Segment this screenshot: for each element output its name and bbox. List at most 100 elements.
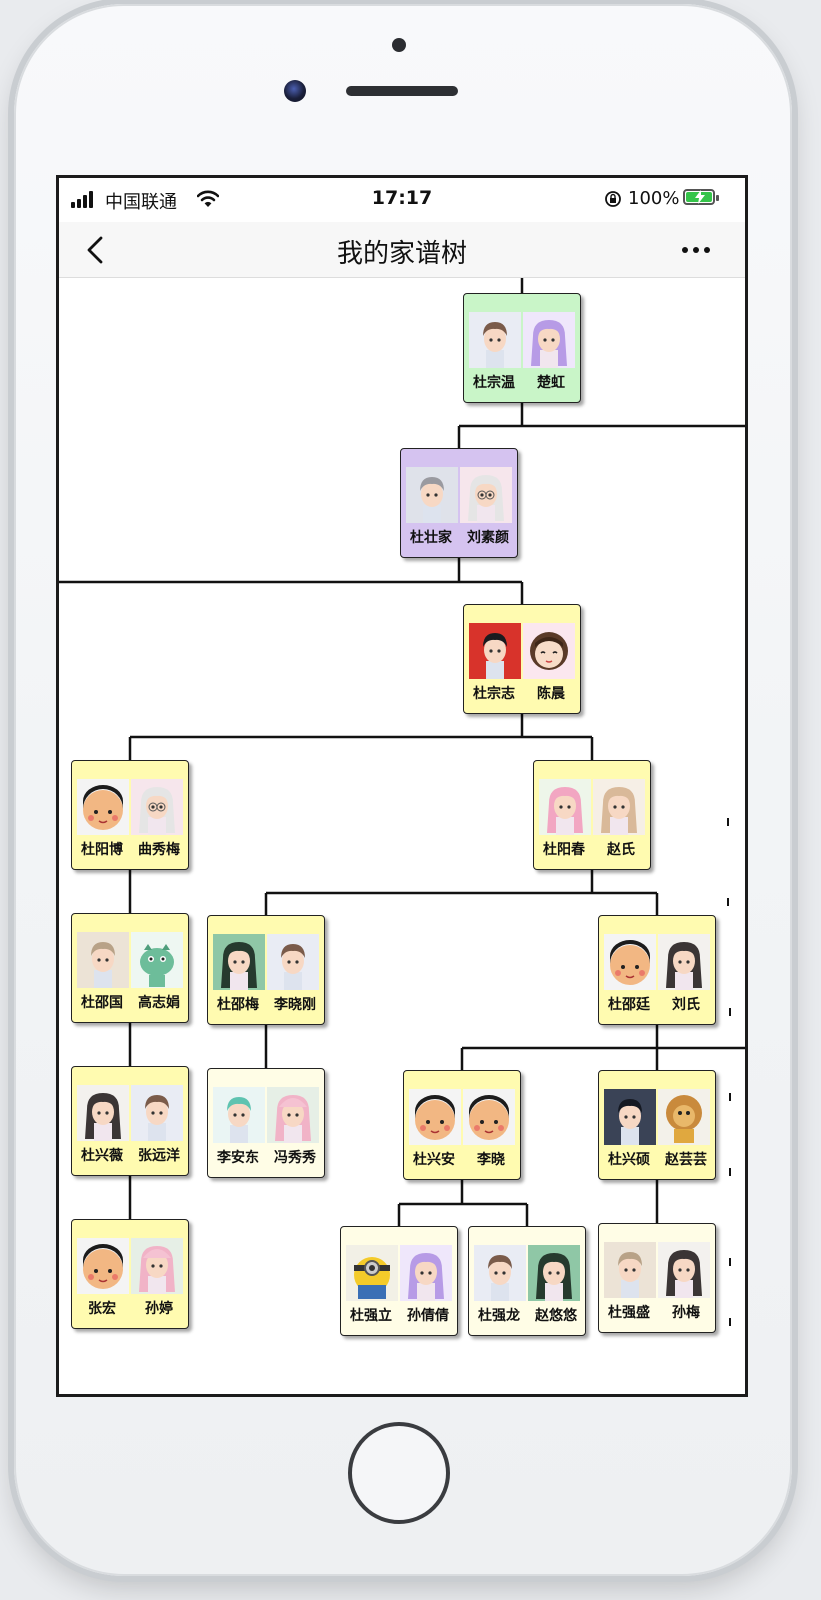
member-name: 刘氏 (672, 997, 700, 1013)
boy-anime-avatar[interactable] (131, 1085, 183, 1141)
member-name: 冯秀秀 (274, 1150, 316, 1166)
mute-switch (8, 182, 16, 236)
signal-icon (71, 190, 93, 208)
offscreen-branch-marks (727, 818, 731, 1326)
battery-percentage: 100% (628, 188, 680, 209)
girl-green-bg-avatar[interactable] (528, 1245, 580, 1301)
couple-card[interactable]: 杜兴硕 赵芸芸 (598, 1070, 716, 1180)
back-chevron-icon[interactable] (85, 236, 105, 264)
member-name: 杜宗志 (473, 686, 515, 702)
battery-icon (683, 189, 719, 205)
lion-mascot-avatar[interactable] (658, 1089, 710, 1145)
page-title: 我的家谱树 (336, 239, 467, 269)
more-options-icon[interactable] (681, 246, 711, 254)
member-name: 杜邵梅 (217, 997, 259, 1013)
girl-pink-hat-avatar[interactable] (131, 1238, 183, 1294)
couple-card[interactable]: 杜强立 孙倩倩 (340, 1226, 458, 1336)
cartoon-boy-avatar[interactable] (77, 1238, 129, 1294)
cartoon-boy-avatar[interactable] (77, 779, 129, 835)
rotation-lock-icon (605, 191, 621, 207)
couple-card[interactable]: 杜邵廷 刘氏 (598, 915, 716, 1025)
member-name: 孙倩倩 (407, 1308, 449, 1324)
member-name: 杜强盛 (608, 1305, 650, 1321)
cartoon-boy-avatar[interactable] (463, 1089, 515, 1145)
girl-long-hair-avatar[interactable] (77, 1085, 129, 1141)
wifi-icon (197, 190, 219, 207)
girl-long-hair-avatar[interactable] (658, 1242, 710, 1298)
girl-glasses-avatar[interactable] (131, 779, 183, 835)
status-bar: 中国联通 17:17 100% (59, 178, 745, 222)
girl-light-hair-avatar[interactable] (593, 779, 645, 835)
cartoon-boy-avatar[interactable] (409, 1089, 461, 1145)
member-name: 李安东 (217, 1150, 259, 1166)
carrier-name: 中国联通 (105, 192, 177, 213)
member-name: 张宏 (88, 1301, 116, 1317)
boy-red-bg-avatar[interactable] (469, 623, 521, 679)
couple-card[interactable]: 杜邵梅 李晓刚 (207, 915, 325, 1025)
member-name: 杜兴薇 (81, 1148, 123, 1164)
member-name: 杜强龙 (478, 1308, 520, 1324)
family-tree: 杜宗温 楚虹 杜壮家 刘素颜 (59, 278, 745, 1394)
member-name: 杜壮家 (410, 530, 452, 546)
member-name: 曲秀梅 (138, 842, 180, 858)
member-name: 杜兴安 (413, 1152, 455, 1168)
boy-side-profile-avatar[interactable] (77, 932, 129, 988)
member-name: 杜邵廷 (608, 997, 650, 1013)
member-name: 楚虹 (537, 375, 565, 391)
proximity-sensor (392, 38, 406, 52)
member-name: 高志娟 (138, 995, 180, 1011)
boy-anime-avatar[interactable] (267, 934, 319, 990)
member-name: 赵氏 (607, 842, 635, 858)
boy-anime-avatar[interactable] (474, 1245, 526, 1301)
tree-connectors (59, 278, 745, 1326)
boy-side-profile-avatar[interactable] (604, 1242, 656, 1298)
volume-down-button (8, 424, 16, 528)
member-name: 陈晨 (537, 686, 565, 702)
member-name: 杜阳博 (81, 842, 123, 858)
member-name: 李晓刚 (274, 997, 316, 1013)
cartoon-girl-avatar[interactable] (523, 623, 575, 679)
couple-card[interactable]: 杜宗温 楚虹 (463, 293, 581, 403)
member-name: 孙梅 (672, 1305, 700, 1321)
member-name: 杜阳春 (543, 842, 585, 858)
member-name: 赵悠悠 (535, 1308, 577, 1324)
member-name: 刘素颜 (467, 530, 509, 546)
member-name: 杜强立 (350, 1308, 392, 1324)
boy-anime-avatar[interactable] (469, 312, 521, 368)
member-name: 李晓 (477, 1152, 505, 1168)
boy-green-hair-avatar[interactable] (213, 1087, 265, 1143)
boy-dark-hair-avatar[interactable] (604, 1089, 656, 1145)
volume-up-button (8, 298, 16, 402)
couple-card[interactable]: 杜强盛 孙梅 (598, 1223, 716, 1333)
home-button[interactable] (348, 1422, 450, 1524)
member-name: 杜邵国 (81, 995, 123, 1011)
couple-card[interactable]: 杜兴安 李晓 (403, 1070, 521, 1180)
couple-card[interactable]: 李安东 冯秀秀 (207, 1068, 325, 1178)
front-camera (284, 80, 306, 102)
cartoon-boy-avatar[interactable] (604, 934, 656, 990)
member-name: 孙婷 (145, 1301, 173, 1317)
couple-card[interactable]: 杜强龙 赵悠悠 (468, 1226, 586, 1336)
member-name: 赵芸芸 (665, 1152, 707, 1168)
couple-card[interactable]: 杜兴薇 张远洋 (71, 1066, 189, 1176)
girl-long-hair-avatar[interactable] (658, 934, 710, 990)
boy-sketch-avatar[interactable] (406, 467, 458, 523)
couple-card[interactable]: 杜阳春 赵氏 (533, 760, 651, 870)
couple-card[interactable]: 杜阳博 曲秀梅 (71, 760, 189, 870)
member-name: 杜宗温 (473, 375, 515, 391)
couple-card[interactable]: 杜宗志 陈晨 (463, 604, 581, 714)
girl-pink-hair-avatar[interactable] (539, 779, 591, 835)
girl-pink-hat-avatar[interactable] (267, 1087, 319, 1143)
member-name: 杜兴硕 (608, 1152, 650, 1168)
green-dragon-avatar[interactable] (131, 932, 183, 988)
girl-green-bg-avatar[interactable] (213, 934, 265, 990)
couple-card[interactable]: 张宏 孙婷 (71, 1219, 189, 1329)
couple-card[interactable]: 杜邵国 高志娟 (71, 913, 189, 1023)
status-time: 17:17 (371, 187, 433, 209)
girl-purple-hair-avatar[interactable] (400, 1245, 452, 1301)
girl-purple-hair-avatar[interactable] (523, 312, 575, 368)
couple-card[interactable]: 杜壮家 刘素颜 (400, 448, 518, 558)
minion-avatar[interactable] (346, 1245, 398, 1301)
nav-bar: 我的家谱树 (59, 222, 745, 278)
girl-glasses-avatar[interactable] (460, 467, 512, 523)
